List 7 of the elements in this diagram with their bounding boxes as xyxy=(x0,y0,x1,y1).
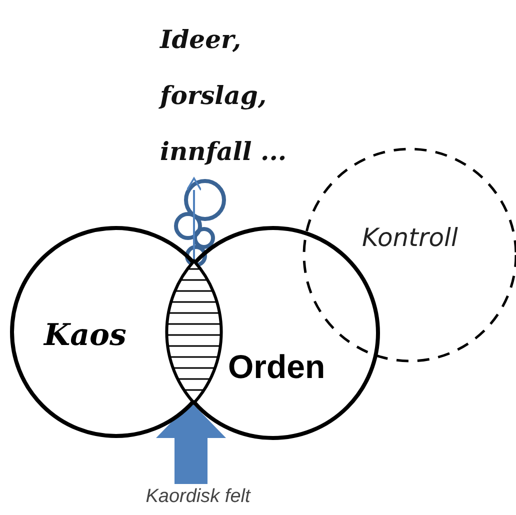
block-arrow xyxy=(156,402,226,484)
circle-label: Kontroll xyxy=(362,223,458,252)
circle-label: Kaos xyxy=(44,318,126,353)
arrow xyxy=(186,177,202,261)
circle-label: Orden xyxy=(228,348,326,386)
idea-text: Ideer, forslag, innfall ... xyxy=(160,12,310,180)
caption-text: Kaordisk felt xyxy=(108,484,288,510)
